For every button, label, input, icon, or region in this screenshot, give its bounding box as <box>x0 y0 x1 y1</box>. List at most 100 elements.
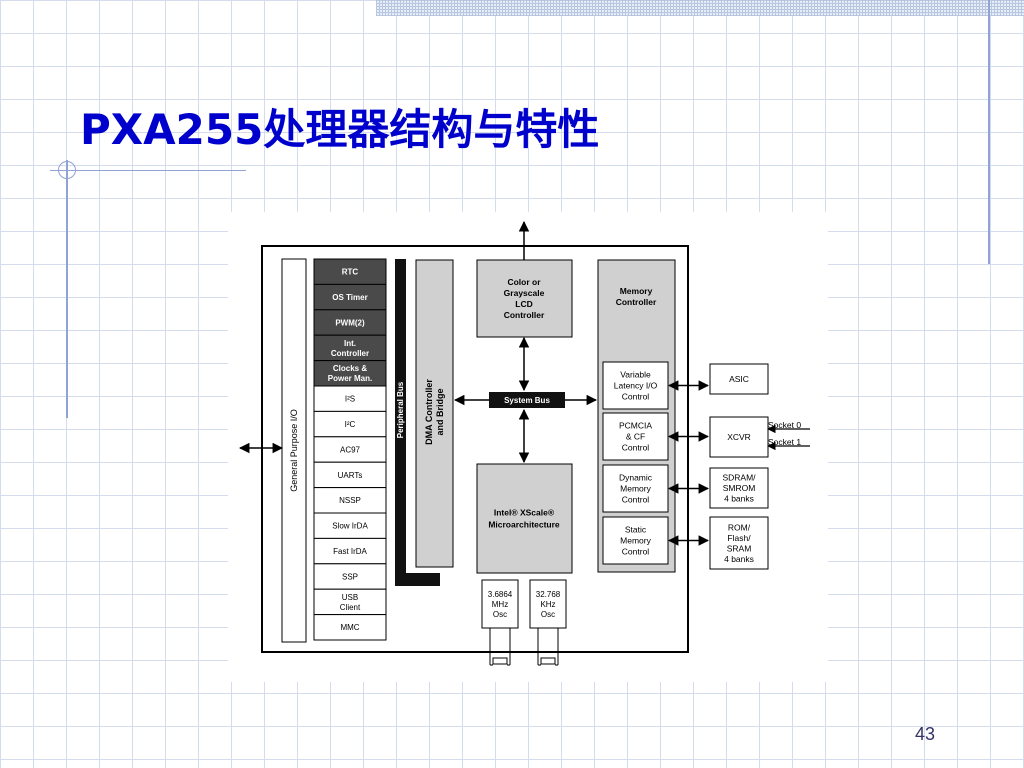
label-line: Memory <box>620 484 651 494</box>
label-line: Memory <box>620 536 651 546</box>
label-line: Static <box>625 525 647 535</box>
label-line: PWM(2) <box>335 318 365 327</box>
label-line: 32.768 <box>536 590 561 599</box>
peripheral-block <box>313 537 387 565</box>
system-bus-label: System Bus <box>504 396 550 405</box>
label-line: Power Man. <box>328 374 372 383</box>
label-line: ASIC <box>729 374 749 384</box>
memory-subblock <box>602 412 669 461</box>
peripheral-label: Slow IrDA <box>332 522 368 531</box>
label-line: Control <box>622 392 650 402</box>
label-line: & CF <box>626 432 645 442</box>
label-line: USB <box>342 593 358 602</box>
circle-ornament <box>58 161 76 179</box>
peripheral-label: RTC <box>342 268 359 277</box>
label-line: AC97 <box>340 445 361 454</box>
right-vertical-rule <box>988 0 990 264</box>
left-vertical-rule <box>66 160 68 418</box>
peripheral-label: Clocks &Power Man. <box>328 364 372 383</box>
label-line: Osc <box>541 610 555 619</box>
label-line: PCMCIA <box>619 421 652 431</box>
dma-controller-block <box>415 259 454 568</box>
external-device-label: ASIC <box>729 374 749 384</box>
label-line: Flash/ <box>727 533 751 543</box>
label-line: Intel® XScale® <box>494 508 555 518</box>
label-line: Control <box>622 443 650 453</box>
oscillator-block <box>529 579 567 629</box>
peripheral-block <box>313 614 387 641</box>
memory-subblock <box>602 464 669 513</box>
peripheral-label: OS Timer <box>332 293 367 302</box>
label-line: XCVR <box>727 432 751 442</box>
peripheral-label: Int.Controller <box>331 339 369 358</box>
peripheral-block <box>313 385 387 412</box>
xscale-core-block <box>476 463 573 574</box>
label-line: Controller <box>331 349 369 358</box>
title-underline-rule <box>50 170 246 171</box>
label-line: Clocks & <box>333 364 367 373</box>
peripheral-label: SSP <box>342 572 358 581</box>
peripheral-label: Fast IrDA <box>333 547 367 556</box>
label-line: Fast IrDA <box>333 547 367 556</box>
label-line: KHz <box>540 600 555 609</box>
label-line: Int. <box>344 339 356 348</box>
label-line: 4 banks <box>724 494 754 504</box>
peripheral-block <box>313 309 387 336</box>
peripheral-bus-label: Peripheral Bus <box>396 381 405 438</box>
peripheral-label: AC97 <box>340 445 361 454</box>
label-line: Control <box>622 547 650 557</box>
label-line: Color or <box>507 277 541 287</box>
peripheral-label: NSSP <box>339 496 361 505</box>
label-line: SRAM <box>727 543 752 553</box>
gpio-label: General Purpose I/O <box>289 409 299 492</box>
system-bus-block <box>489 392 565 408</box>
label-line: LCD <box>515 299 532 309</box>
label-line: NSSP <box>339 496 361 505</box>
label-line: OS Timer <box>332 293 367 302</box>
peripheral-label: PWM(2) <box>335 318 365 327</box>
peripheral-block <box>313 360 387 387</box>
peripheral-block <box>313 563 387 590</box>
label-line: UARTs <box>338 471 363 480</box>
label-line: Osc <box>493 610 507 619</box>
lcd-controller-block <box>476 259 573 338</box>
label-line: SDRAM/ <box>722 473 756 483</box>
dma-label-line1: DMA Controller <box>424 379 434 445</box>
peripheral-block <box>313 512 387 539</box>
peripheral-block <box>313 461 387 489</box>
label-line: Client <box>340 603 361 612</box>
label-line: Slow IrDA <box>332 522 368 531</box>
crystal-body <box>492 657 508 665</box>
memory-subblock <box>602 516 669 565</box>
label-line: ROM/ <box>728 522 751 532</box>
external-device-block <box>709 363 769 395</box>
label-line: MMC <box>340 623 359 632</box>
label-line: Controller <box>504 310 545 320</box>
label-line: MHz <box>492 600 508 609</box>
top-decoration-band <box>376 0 1024 16</box>
label-line: SMROM <box>723 483 756 493</box>
label-line: I²C <box>345 420 356 429</box>
peripheral-block <box>313 410 387 438</box>
label-line: 3.6864 <box>488 590 513 599</box>
label-line: 4 banks <box>724 554 754 564</box>
external-device-block <box>709 416 769 458</box>
label-line: RTC <box>342 268 359 277</box>
external-device-block <box>709 467 769 509</box>
label-line: SSP <box>342 572 358 581</box>
